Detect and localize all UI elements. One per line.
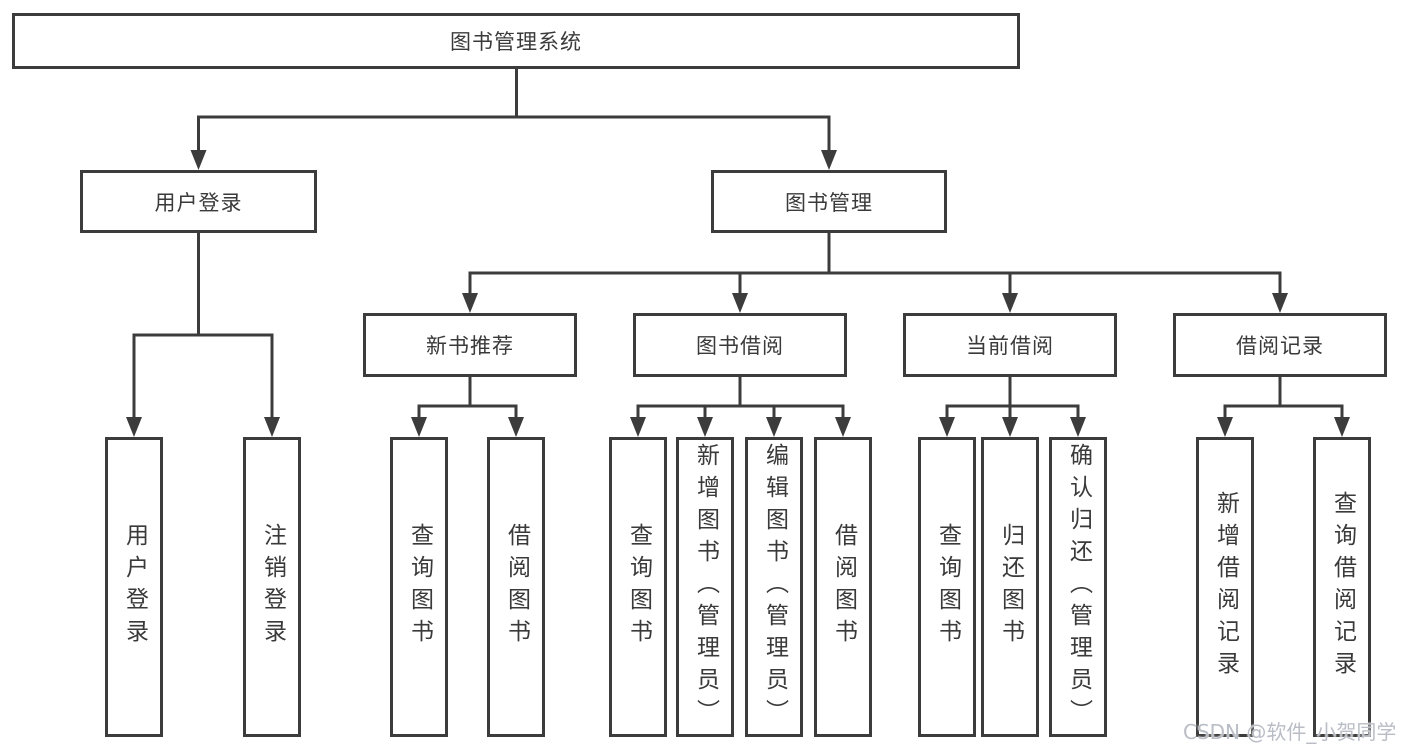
node-borrowing-records: 借阅记录	[1173, 313, 1387, 377]
node-current-borrowing: 当前借阅	[903, 313, 1117, 377]
node-library-management-system: 图书管理系统	[12, 13, 1020, 69]
node-borrow-books-leaf: 借阅图书	[814, 437, 872, 737]
node-query-books-borrow: 查询图书	[609, 437, 667, 737]
node-confirm-return-admin: 确认归还（管理员）	[1049, 437, 1107, 737]
node-user-login-leaf: 用户登录	[105, 437, 163, 737]
node-book-management: 图书管理	[711, 170, 947, 233]
node-add-books-admin: 新增图书（管理员）	[676, 437, 734, 737]
node-add-borrow-record: 新增借阅记录	[1196, 437, 1254, 737]
node-logout: 注销登录	[243, 437, 301, 737]
node-query-books-recommend: 查询图书	[390, 437, 448, 737]
node-book-borrowing: 图书借阅	[633, 313, 847, 377]
node-new-book-recommend: 新书推荐	[363, 313, 577, 377]
node-return-books: 归还图书	[981, 437, 1039, 737]
node-borrow-books-recommend: 借阅图书	[487, 437, 545, 737]
node-user-login: 用户登录	[80, 170, 317, 233]
node-edit-books-admin: 编辑图书（管理员）	[745, 437, 803, 737]
watermark-text: CSDN @软件_小贺同学	[1183, 720, 1397, 744]
node-query-borrow-record: 查询借阅记录	[1313, 437, 1371, 737]
node-query-books-current: 查询图书	[918, 437, 976, 737]
